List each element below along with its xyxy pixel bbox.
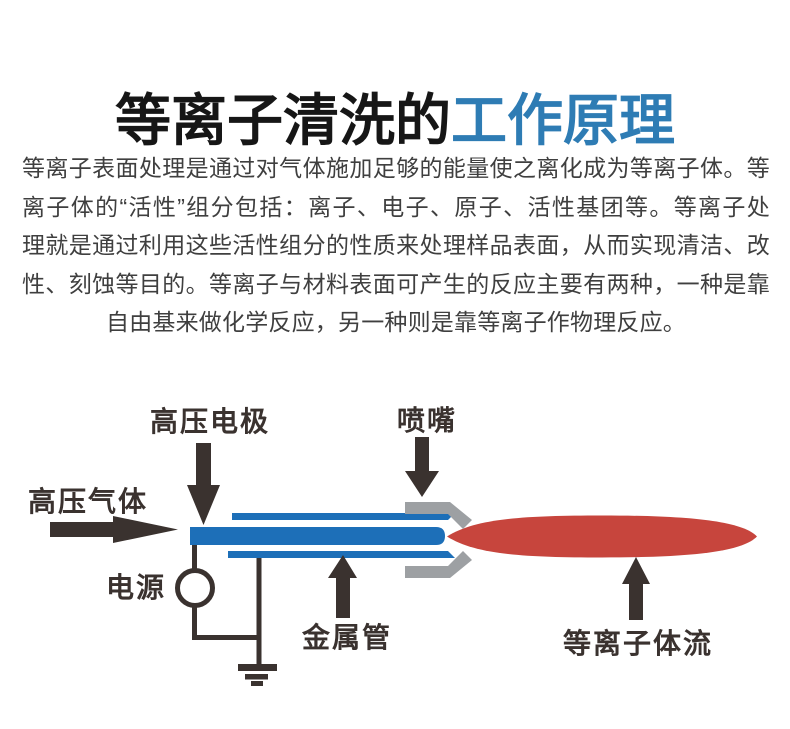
nozzle-bottom-jaw bbox=[405, 551, 472, 578]
plasma-jet-diagram: 高压电极 喷嘴 高压气体 电源 金属管 等离子体流 bbox=[28, 405, 757, 686]
intro-line-3: 理就是通过利用这些活性组分的性质来处理样品表面，从而实现清洁、改 bbox=[22, 232, 770, 259]
plasma-flow-pointer-arrow bbox=[622, 557, 650, 620]
intro-line-1: 等离子表面处理是通过对气体施加足够的能量使之离化成为等离子体。等 bbox=[22, 155, 770, 181]
intro-line-2: 离子体的“活性”组分包括：离子、电子、原子、活性基团等。等离子处 bbox=[22, 193, 770, 220]
plasma-plume bbox=[447, 515, 757, 558]
page-title-black: 等离子清洗的 bbox=[115, 88, 451, 152]
power-supply-symbol bbox=[175, 568, 215, 608]
intro-line-4: 性、刻蚀等目的。等离子与材料表面可产生的反应主要有两种，一种是靠 bbox=[22, 270, 770, 297]
label-metal-tube: 金属管 bbox=[301, 621, 392, 653]
label-high-pressure-gas: 高压气体 bbox=[28, 486, 148, 517]
metal-tube-pointer-arrow bbox=[328, 555, 357, 618]
metal-tube-bottom-wall bbox=[228, 551, 455, 558]
metal-tube-top-wall bbox=[232, 513, 455, 520]
label-high-voltage-electrode: 高压电极 bbox=[150, 406, 270, 437]
page-title-blue: 工作原理 bbox=[451, 88, 675, 152]
label-power-supply: 电源 bbox=[106, 572, 166, 603]
power-ground-wire bbox=[192, 604, 259, 640]
electrode-pointer-arrow bbox=[187, 443, 220, 525]
hv-electrode-rod bbox=[190, 527, 445, 545]
ground-symbol bbox=[238, 664, 277, 686]
nozzle-body bbox=[405, 502, 472, 578]
intro-line-5: 自由基来做化学反应，另一种则是靠等离子作物理反应。 bbox=[106, 309, 686, 336]
label-plasma-flow: 等离子体流 bbox=[563, 627, 713, 659]
gas-flow-arrow bbox=[50, 516, 178, 543]
page-title: 等离子清洗的工作原理 bbox=[0, 88, 790, 152]
label-nozzle: 喷嘴 bbox=[397, 405, 457, 436]
nozzle-top-jaw bbox=[405, 502, 472, 529]
intro-paragraph: 等离子表面处理是通过对气体施加足够的能量使之离化成为等离子体。等 离子体的“活性… bbox=[22, 149, 770, 342]
nozzle-pointer-arrow bbox=[405, 437, 439, 497]
